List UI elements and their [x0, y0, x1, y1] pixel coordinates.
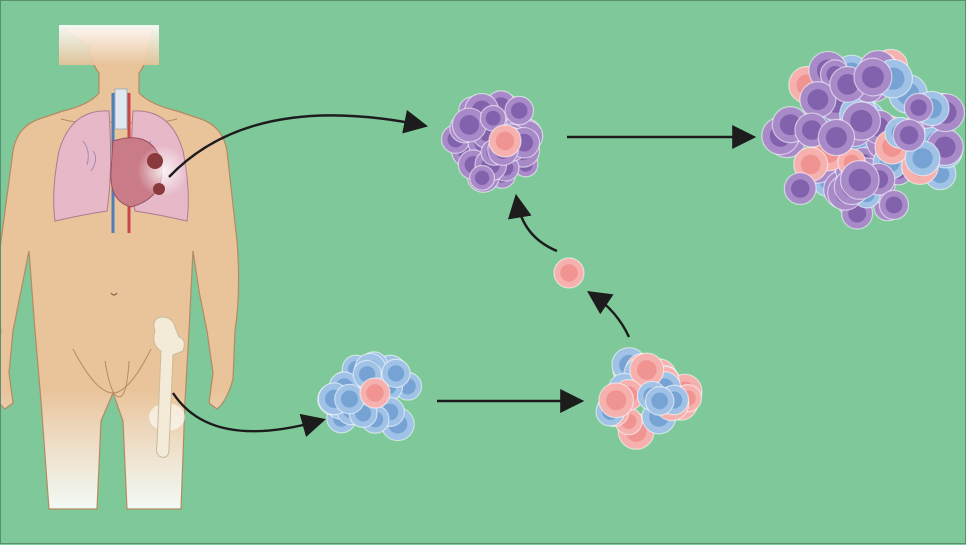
purple-cell: [892, 118, 926, 152]
metastatic-tumor-cluster: [761, 48, 966, 230]
pink-cell: [359, 377, 391, 409]
arrow-bone-to-bm-cluster: [171, 392, 326, 438]
purple-cell: [878, 189, 910, 221]
circulating-cell: [553, 257, 585, 289]
pink-cell: [629, 352, 665, 388]
bone-marrow-cluster: [317, 351, 423, 442]
purple-cell: [839, 160, 880, 200]
purple-cell: [469, 164, 496, 191]
trachea: [114, 88, 128, 130]
pink-cell: [553, 257, 585, 289]
mixed-cluster: [595, 347, 703, 450]
pink-cell: [488, 124, 522, 158]
blue-cell: [334, 383, 365, 415]
lung-tumor: [137, 145, 189, 197]
purple-cell: [799, 81, 837, 119]
pink-cell: [598, 382, 635, 419]
niche-cluster: [440, 90, 544, 193]
purple-cell: [451, 107, 487, 143]
arrow-mixed-to-single: [587, 291, 631, 338]
purple-cell: [817, 118, 856, 157]
blue-cell: [644, 386, 675, 416]
blue-cell: [381, 358, 411, 389]
purple-cell: [853, 57, 893, 97]
purple-cell: [783, 172, 817, 206]
purple-cell: [504, 95, 535, 126]
femur-bone-icon: [149, 316, 185, 458]
flow-arrows: [168, 109, 757, 438]
arrow-lung-to-niche: [168, 109, 429, 178]
purple-cell: [903, 92, 934, 123]
arrow-single-to-niche: [507, 193, 558, 253]
